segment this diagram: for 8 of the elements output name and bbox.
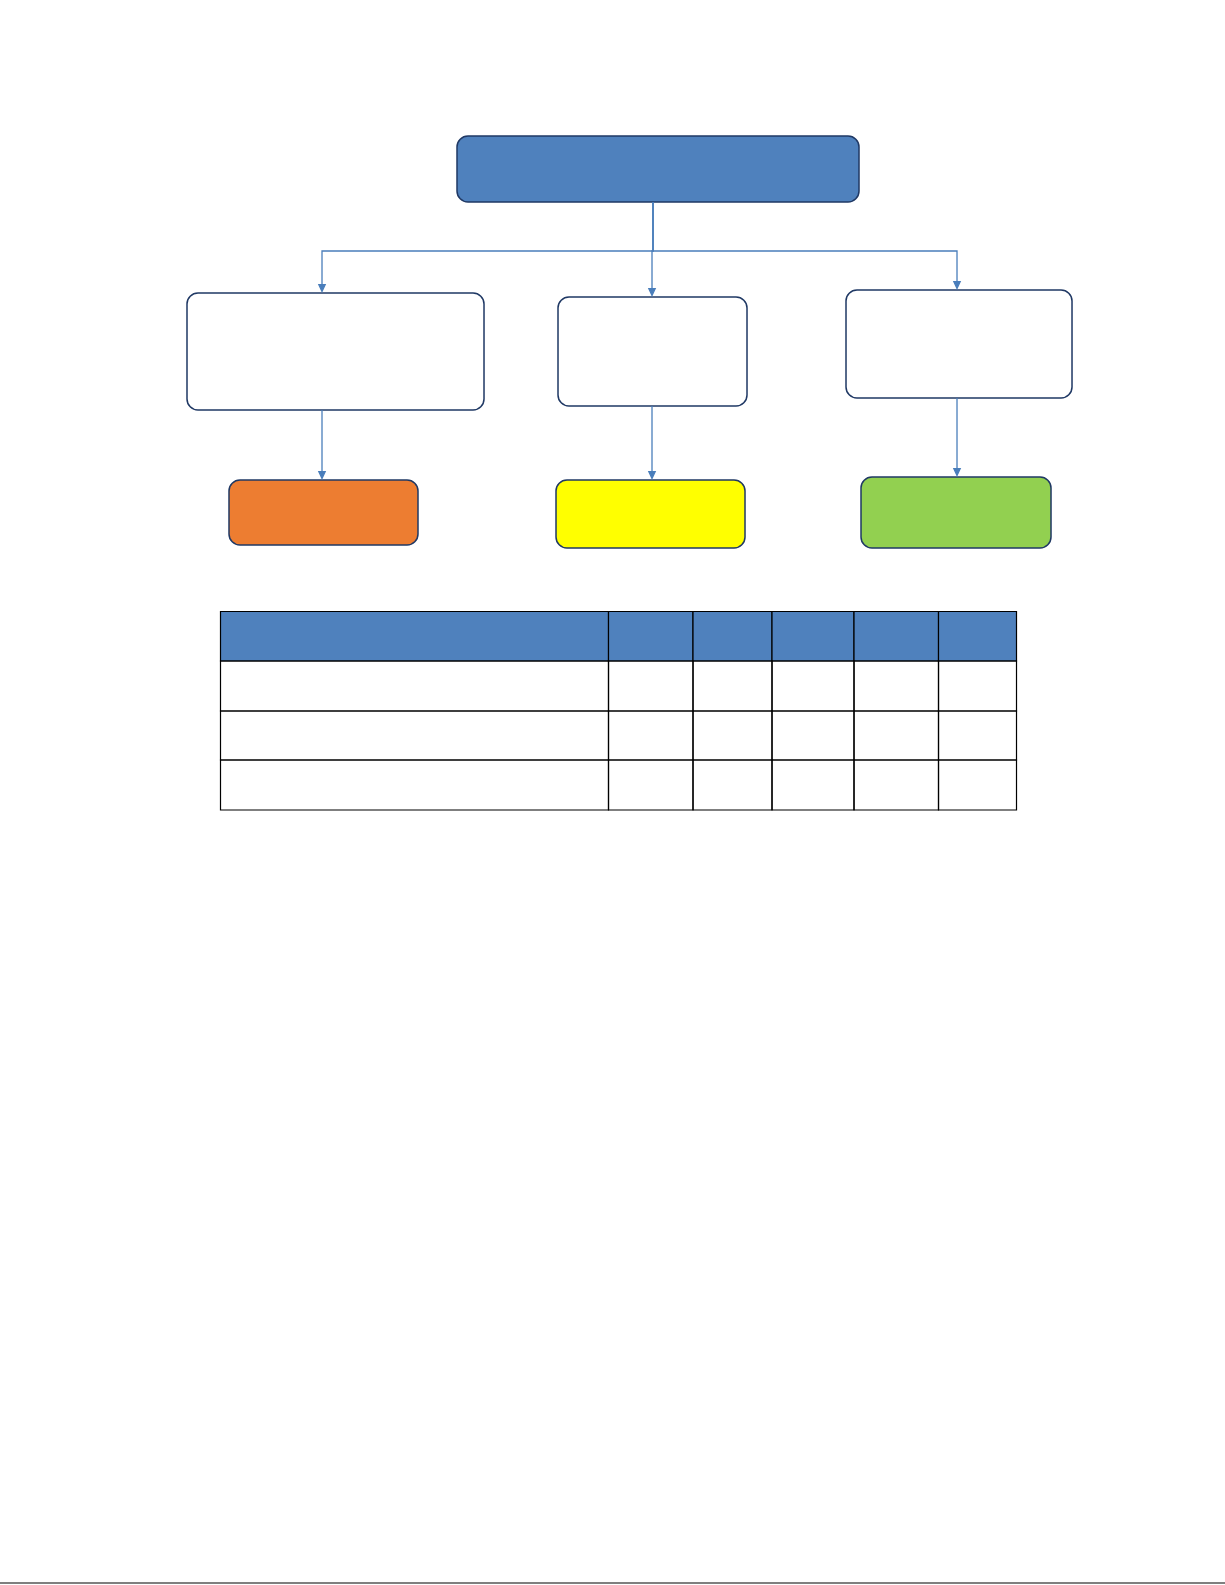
process-box — [845, 289, 1073, 399]
result-box — [555, 479, 746, 549]
arrow — [652, 201, 962, 290]
process-box — [557, 296, 748, 407]
result-box — [228, 479, 419, 546]
result-box — [860, 476, 1052, 549]
process-box — [186, 292, 485, 411]
header-box — [456, 135, 860, 203]
